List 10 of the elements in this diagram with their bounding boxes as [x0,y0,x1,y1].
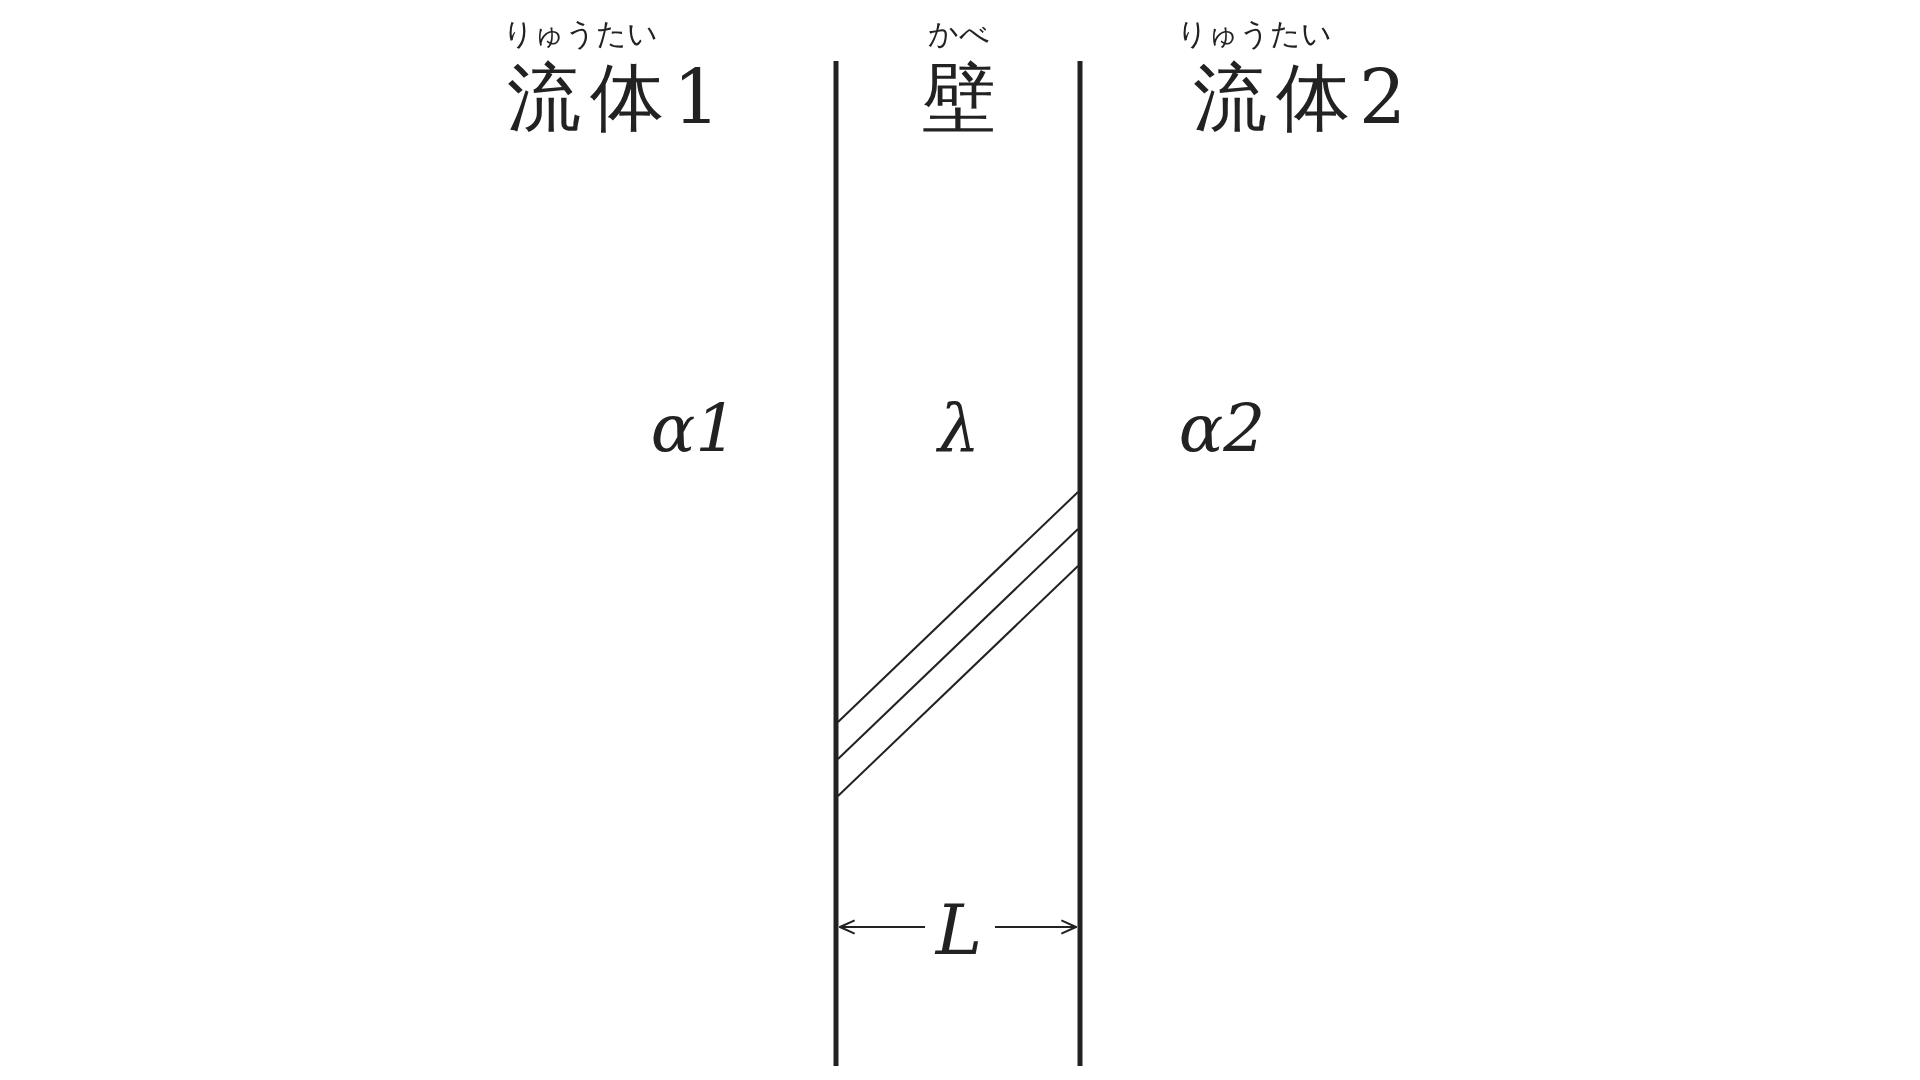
region-label: 流体1 [507,60,729,134]
dimension-label: L [935,895,983,965]
ruby-text: りゅうたい [1176,19,1332,49]
ruby-text: かべ [928,19,990,49]
region-label: 壁 [922,60,996,134]
symbol-label: α1 [650,396,738,462]
symbol-label: α2 [1178,396,1266,462]
symbol-label: λ [938,396,980,462]
region-label: 流体2 [1193,60,1415,134]
ruby-text: りゅうたい [502,19,658,49]
